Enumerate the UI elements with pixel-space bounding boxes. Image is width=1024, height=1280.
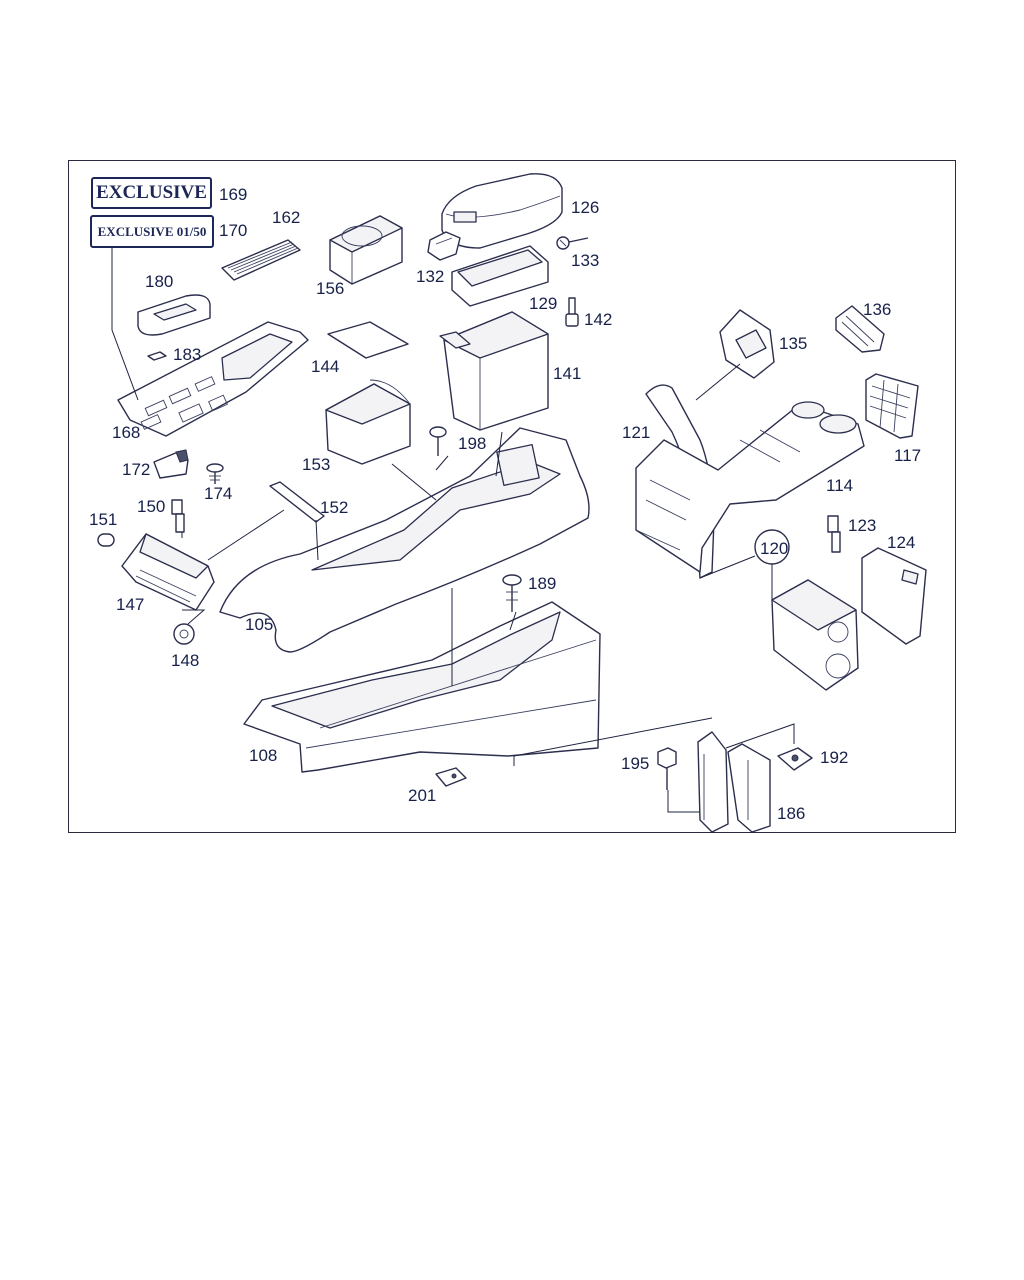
label-135: 135 [779, 334, 808, 353]
part-105-console-upper [219, 427, 590, 653]
leader-lines [111, 248, 795, 813]
label-105: 105 [245, 615, 274, 634]
part-195-bolt [657, 747, 677, 790]
label-133: 133 [571, 251, 600, 270]
label-162: 162 [272, 208, 301, 227]
part-186-bracket [697, 731, 771, 833]
label-198: 198 [458, 434, 487, 453]
label-121: 121 [622, 423, 651, 442]
part-192-clip-nut [777, 747, 813, 771]
part-180-bezel [137, 294, 211, 336]
label-151: 151 [89, 510, 118, 529]
label-170: 170 [219, 221, 248, 240]
part-168-trim-panel [117, 321, 309, 437]
part-156-cupholder [329, 215, 403, 285]
part-148-gear [173, 623, 195, 645]
part-114-console-frame [635, 401, 865, 573]
part-144-pad [327, 321, 409, 359]
label-189: 189 [528, 574, 557, 593]
part-117-vent-grille [865, 373, 919, 439]
part-198-screw [429, 426, 447, 456]
label-153: 153 [302, 455, 331, 474]
part-189-screw [502, 574, 522, 612]
label-120: 120 [760, 539, 789, 558]
label-136: 136 [863, 300, 892, 319]
part-172-clip [153, 449, 189, 479]
label-117: 117 [894, 446, 922, 465]
part-126-armrest-lid [441, 173, 563, 249]
part-133-screw [556, 236, 589, 250]
label-132: 132 [416, 267, 445, 286]
label-174: 174 [204, 484, 233, 503]
label-152: 152 [320, 498, 349, 517]
part-153-insert [325, 379, 411, 465]
label-108: 108 [249, 746, 278, 765]
label-180: 180 [145, 272, 174, 291]
label-172: 172 [122, 460, 151, 479]
part-201-clip [435, 767, 467, 787]
label-144: 144 [311, 357, 340, 376]
part-120-rear-unit [771, 579, 859, 691]
part-124-cover [861, 547, 927, 645]
part-132-latch [427, 231, 461, 261]
part-183-badge [147, 351, 167, 361]
label-147: 147 [116, 595, 145, 614]
part-174-screw [206, 463, 224, 484]
part-141-bin [439, 311, 549, 431]
label-142: 142 [584, 310, 613, 329]
label-150: 150 [137, 497, 166, 516]
label-186: 186 [777, 804, 806, 823]
exclusive-plate: EXCLUSIVE [91, 177, 212, 209]
label-126: 126 [571, 198, 600, 217]
label-148: 148 [171, 651, 200, 670]
part-150-bulb-holder [171, 499, 185, 533]
label-168: 168 [112, 423, 141, 442]
part-135-bracket [719, 309, 775, 379]
label-123: 123 [848, 516, 877, 535]
part-162-grille [221, 239, 301, 281]
part-108-console-lower [243, 601, 601, 773]
label-124: 124 [887, 533, 916, 552]
exclusive-0150-plate: EXCLUSIVE 01/50 [90, 215, 214, 248]
label-114: 114 [826, 476, 854, 495]
part-123-connector [827, 515, 841, 553]
part-147-ashtray [121, 533, 215, 611]
label-192: 192 [820, 748, 849, 767]
part-151-bulb [97, 533, 115, 547]
label-129: 129 [529, 294, 558, 313]
part-129-tray [451, 245, 549, 307]
exclusive-plate-text: EXCLUSIVE [96, 182, 207, 203]
part-142-pin [565, 297, 579, 327]
label-195: 195 [621, 754, 650, 773]
label-141: 141 [553, 364, 582, 383]
label-156: 156 [316, 279, 345, 298]
label-201: 201 [408, 786, 437, 805]
part-136-vent [835, 305, 885, 353]
exclusive-0150-plate-text: EXCLUSIVE 01/50 [97, 224, 207, 239]
part-152-cover [269, 481, 325, 523]
label-183: 183 [173, 345, 202, 364]
label-169: 169 [219, 185, 248, 204]
